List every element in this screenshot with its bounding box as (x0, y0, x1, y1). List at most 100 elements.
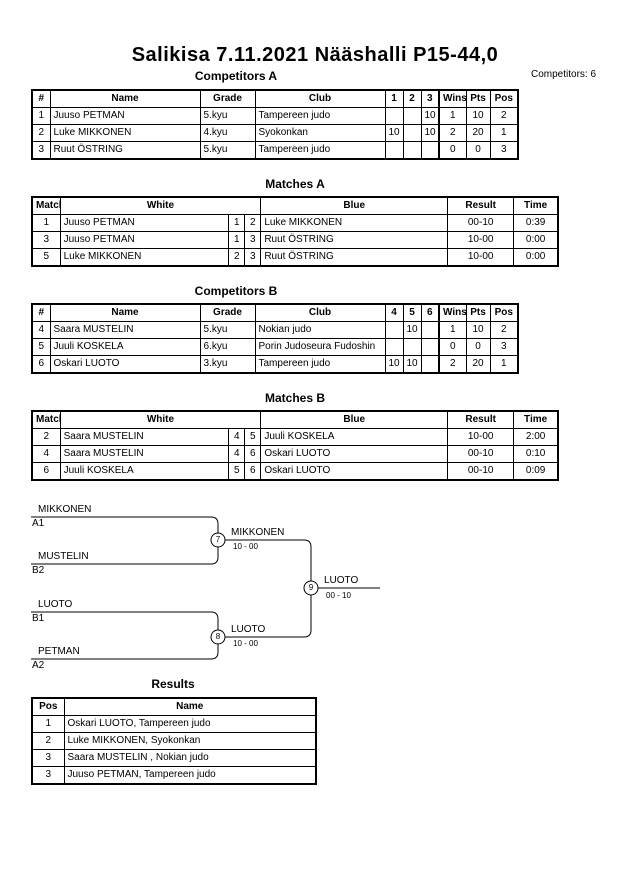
cell: 6 (244, 445, 262, 463)
cell: 10 (384, 355, 404, 374)
table-row: 3 Juuso PETMAN, Tampereen judo (31, 766, 317, 785)
cell: 00-10 (447, 462, 515, 481)
matches-a-table: Match White Blue Result Time 1 Juuso PET… (31, 196, 559, 267)
cell: Luke MIKKONEN (49, 124, 201, 142)
page-title: Salikisa 7.11.2021 Nääshalli P15-44,0 (131, 44, 499, 66)
cell: 4 (31, 445, 61, 463)
column-header: Grade (199, 303, 256, 322)
column-header: Name (49, 89, 201, 108)
cell (420, 321, 440, 339)
table-header-row: # Name Grade Club 1 2 3 Wins Pts Pos (31, 89, 519, 108)
column-header: White (59, 410, 262, 429)
cell: Tampereen judo (254, 355, 386, 374)
cell: 1 (228, 231, 246, 249)
cell: 3 (489, 338, 519, 356)
semi-winner: LUOTO (231, 624, 266, 635)
column-header: Match (31, 410, 61, 429)
table-row: 4 Saara MUSTELIN 5.kyu Nokian judo 10 1 … (31, 321, 519, 339)
table-row: 2 Luke MIKKONEN, Syokonkan (31, 732, 317, 750)
cell: Juuso PETMAN (49, 107, 201, 125)
cell: 2 (31, 428, 61, 446)
column-header: 3 (420, 89, 440, 108)
column-header: # (31, 303, 51, 322)
cell: 0:39 (513, 214, 559, 232)
cell: 2 (244, 214, 262, 232)
cell (420, 355, 440, 374)
cell (384, 338, 404, 356)
cell: 10-00 (447, 428, 515, 446)
cell: 0 (438, 338, 467, 356)
bracket-entry-name: PETMAN (38, 646, 80, 657)
column-header: Result (447, 410, 515, 429)
results-table: Pos Name 1 Oskari LUOTO, Tampereen judo … (31, 697, 317, 785)
cell: 2 (438, 355, 467, 374)
cell: Juuli KOSKELA (59, 462, 230, 481)
cell: Oskari LUOTO (260, 462, 449, 481)
cell: 5.kyu (199, 321, 256, 339)
cell: Syokonkan (254, 124, 386, 142)
cell: 00-10 (447, 445, 515, 463)
cell: 0:09 (513, 462, 559, 481)
semi-score: 10 - 00 (233, 639, 258, 648)
cell: 20 (465, 124, 491, 142)
cell: 1 (489, 124, 519, 142)
cell: 1 (438, 107, 467, 125)
cell: 4 (31, 321, 51, 339)
competitors-count: Competitors: 6 (531, 69, 597, 80)
cell: 10-00 (447, 248, 515, 267)
cell: 3 (31, 749, 65, 767)
column-header: Blue (260, 410, 449, 429)
cell: 6 (244, 462, 262, 481)
match-8-circle (210, 629, 226, 645)
results-heading: Results (151, 677, 195, 691)
cell: Juuso PETMAN (59, 214, 230, 232)
cell: Ruut ÖSTRING (260, 248, 449, 267)
column-header: 1 (384, 89, 404, 108)
cell: 3.kyu (199, 355, 256, 374)
column-header: Match (31, 196, 61, 215)
cell (384, 321, 404, 339)
cell: 10 (402, 355, 422, 374)
cell: Juuso PETMAN (59, 231, 230, 249)
matches-a-heading: Matches A (265, 177, 325, 191)
bracket-entry-name: MUSTELIN (38, 551, 89, 562)
cell: 5.kyu (199, 107, 256, 125)
column-header: Wins (438, 89, 467, 108)
column-header: Name (63, 697, 317, 716)
cell: 1 (228, 214, 246, 232)
semi-winner: MIKKONEN (231, 527, 285, 538)
column-header: 4 (384, 303, 404, 322)
cell: 10-00 (447, 231, 515, 249)
cell: 0 (465, 338, 491, 356)
cell: Porin Judoseura Fudoshin (254, 338, 386, 356)
table-row: 1 Juuso PETMAN 5.kyu Tampereen judo 10 1… (31, 107, 519, 125)
cell: Luke MIKKONEN (59, 248, 230, 267)
cell: 00-10 (447, 214, 515, 232)
table-header-row: # Name Grade Club 4 5 6 Wins Pts Pos (31, 303, 519, 322)
cell: Ruut ÖSTRING (260, 231, 449, 249)
matches-b-heading: Matches B (264, 391, 326, 405)
cell: Oskari LUOTO (49, 355, 201, 374)
column-header: Pos (489, 89, 519, 108)
cell: 2 (438, 124, 467, 142)
cell: 3 (244, 248, 262, 267)
match-7-circle (210, 532, 226, 548)
final-winner: LUOTO (324, 575, 359, 586)
cell (402, 338, 422, 356)
cell: 10 (465, 107, 491, 125)
cell: 2 (489, 107, 519, 125)
bracket-entry-seed: A1 (32, 518, 45, 529)
match-number: 8 (215, 632, 221, 641)
table-row: 5 Luke MIKKONEN 2 3 Ruut ÖSTRING 10-00 0… (31, 248, 559, 267)
cell: Tampereen judo (254, 107, 386, 125)
cell: 20 (465, 355, 491, 374)
cell: 0:00 (513, 248, 559, 267)
column-header: Time (513, 196, 559, 215)
table-row: 2 Saara MUSTELIN 4 5 Juuli KOSKELA 10-00… (31, 428, 559, 446)
cell: 4.kyu (199, 124, 256, 142)
cell: Nokian judo (254, 321, 386, 339)
cell: 10 (465, 321, 491, 339)
cell (384, 141, 404, 160)
cell: 5 (228, 462, 246, 481)
cell: 1 (31, 214, 61, 232)
